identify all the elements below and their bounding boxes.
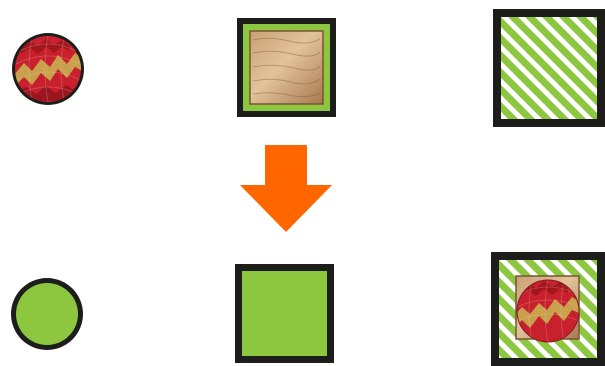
ball-on-wood-tile-on-striped-square-icon xyxy=(491,252,605,366)
wood-tile-on-green-square-icon xyxy=(237,18,336,117)
green-circle-icon xyxy=(7,274,87,354)
green-square-icon xyxy=(235,264,334,363)
diagonal-stripe-square-icon xyxy=(493,9,605,127)
crochet-ball-icon xyxy=(8,29,88,109)
down-arrow-icon xyxy=(240,145,332,232)
